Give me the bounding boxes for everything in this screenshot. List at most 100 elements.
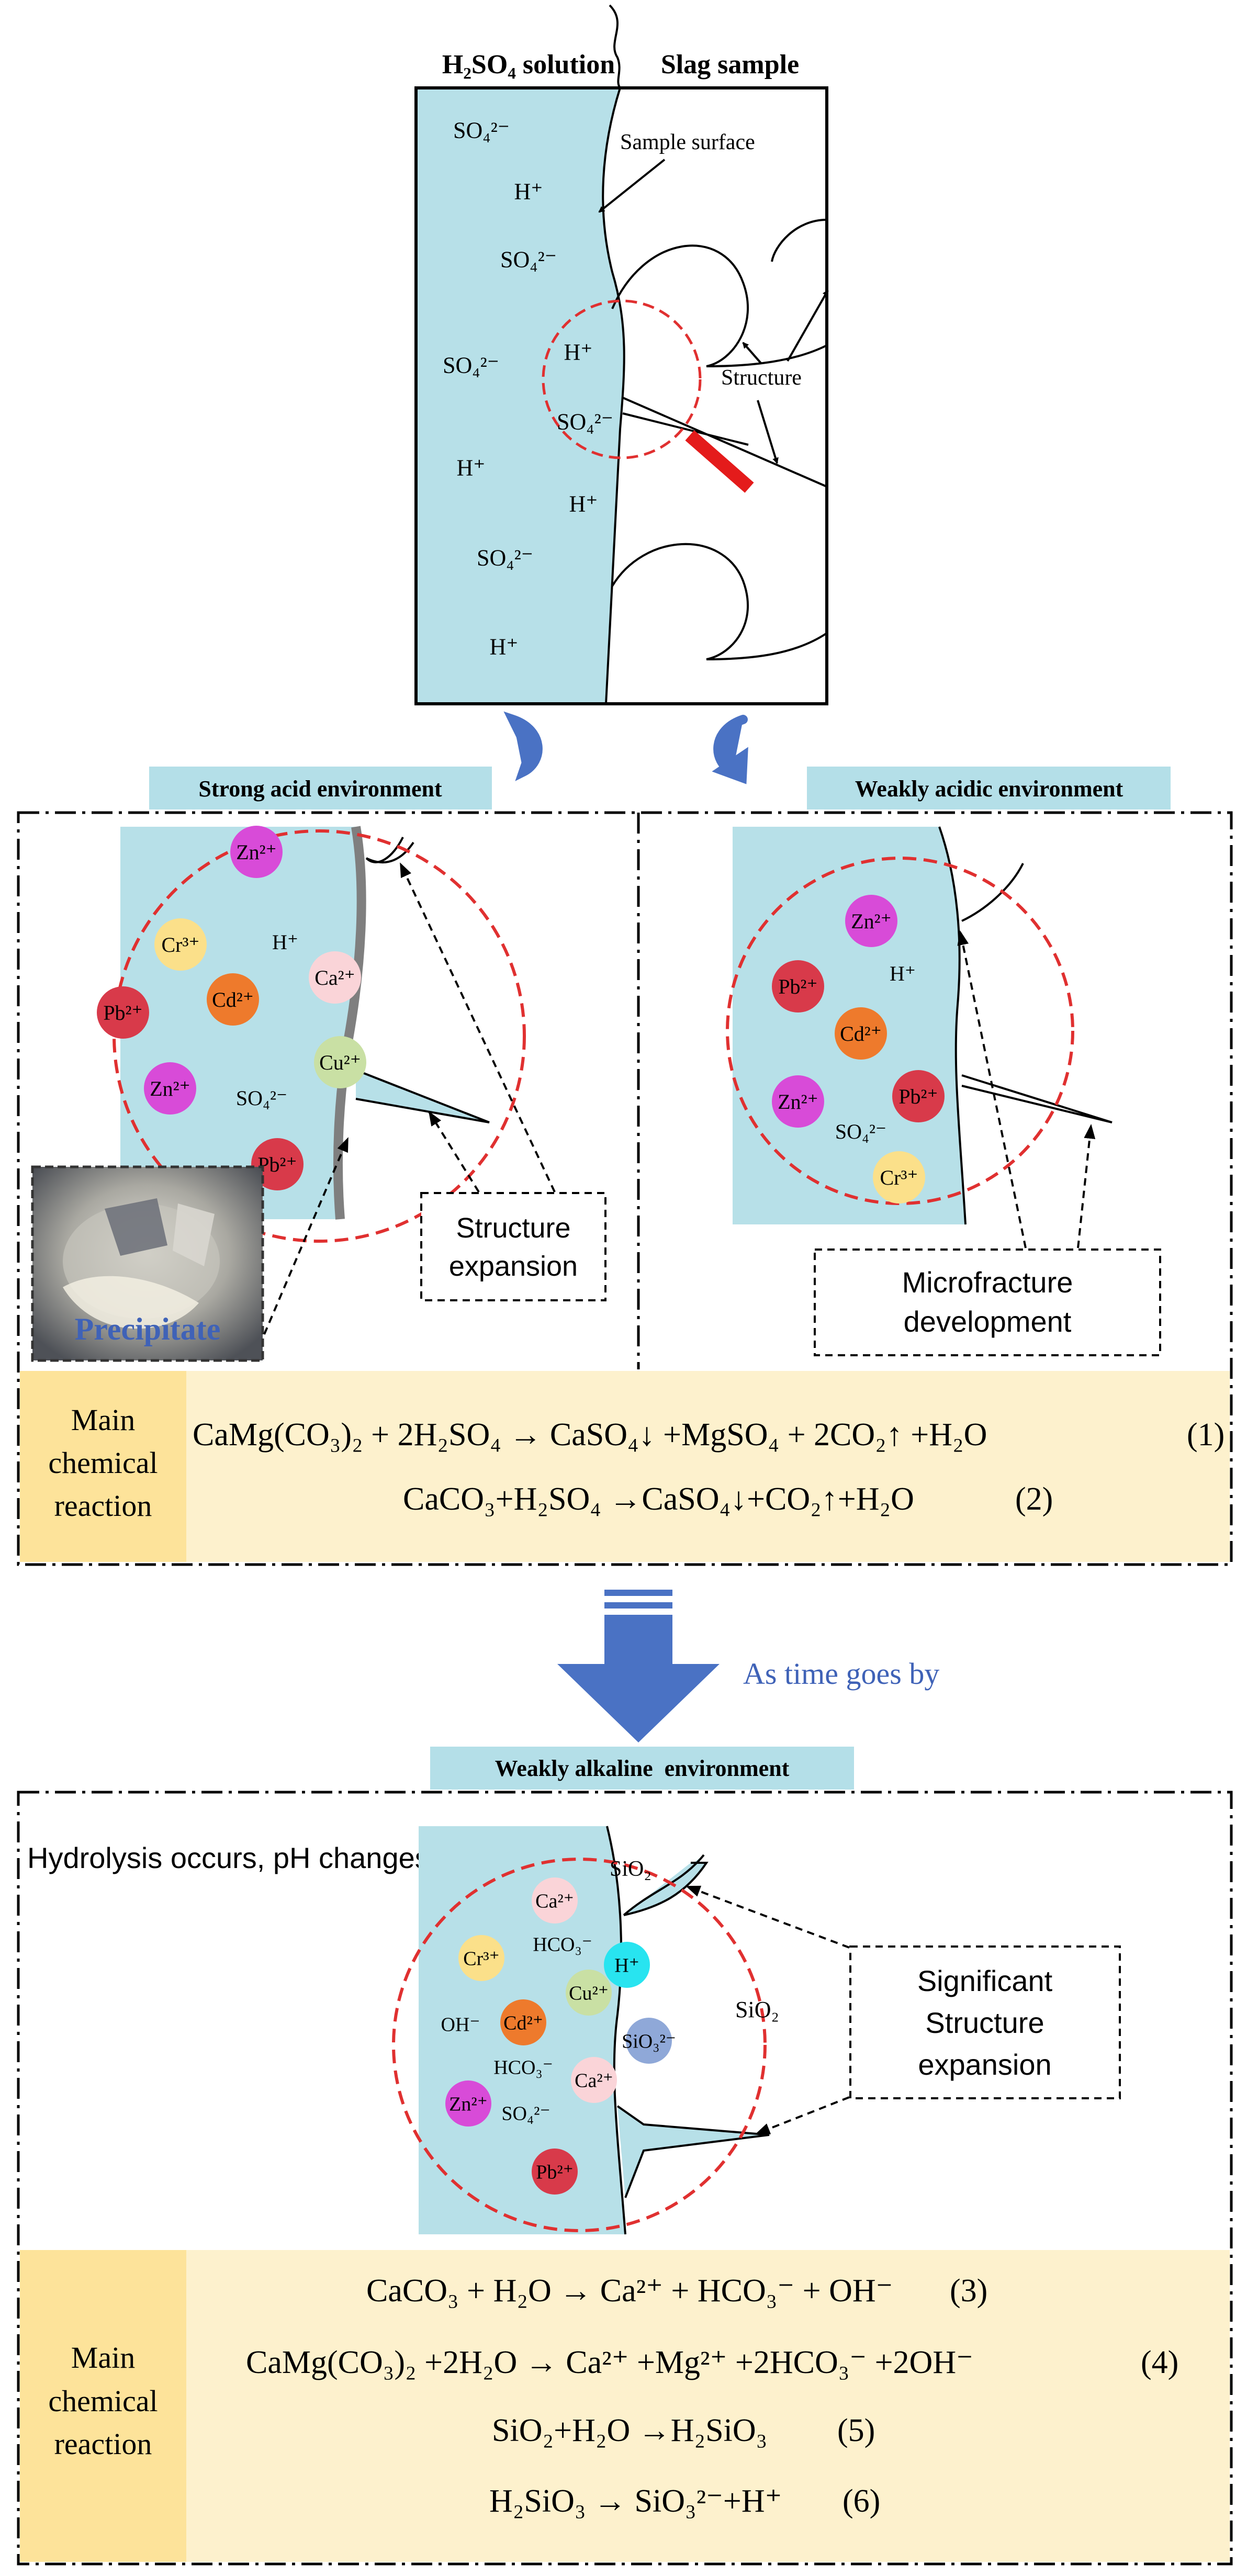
- zoom-circle-left: [113, 829, 526, 1243]
- ion-circle-6: [314, 1036, 366, 1088]
- equation-1: CaMg(CO₃)₂ + 2H₂SO₄ → CaSO₄↓ +MgSO₄ + 2C…: [193, 1417, 987, 1453]
- h2so4-solution-label: H₂SO₄ solution: [442, 50, 615, 80]
- ion-circle-0: [845, 895, 897, 947]
- ion-label-12: Pb²⁺: [536, 2161, 574, 2183]
- solution-region: [416, 88, 624, 704]
- crack-line-1: [622, 397, 827, 488]
- significant-arrow-2: [755, 2096, 850, 2135]
- structure-arrow-2: [787, 289, 829, 362]
- interface-right: [938, 826, 967, 1225]
- structure-expansion-line1: Structure: [456, 1212, 570, 1244]
- weakly-alkaline-title: Weakly alkaline environment: [495, 1756, 790, 1781]
- reaction-label-2-bg: [20, 2250, 186, 2562]
- ion-circle-12: [532, 2148, 578, 2195]
- ion-circle-5: [500, 1999, 546, 2045]
- ion-label-1: H⁺: [514, 178, 543, 204]
- sio2-right-label: SiO₂: [735, 1997, 779, 2022]
- ion-circle-7: [873, 1151, 925, 1203]
- reaction-label-2-line3: reaction: [54, 2427, 152, 2461]
- ion-label-7: Zn²⁺: [150, 1077, 190, 1100]
- ion-label-6: H⁺: [457, 455, 486, 480]
- ion-label-10: Zn²⁺: [449, 2093, 488, 2115]
- ion-label-9: Pb²⁺: [257, 1153, 297, 1176]
- structure-arrow-1: [742, 342, 762, 365]
- ion-circle-0: [532, 1877, 578, 1923]
- top-ion-labels: SO₄²⁻H⁺SO₄²⁻SO₄²⁻H⁺SO₄²⁻H⁺H⁺SO₄²⁻H⁺: [443, 117, 613, 659]
- left-ion-circles: Zn²⁺Cr³⁺H⁺Ca²⁺Pb²⁺Cd²⁺Cu²⁺Zn²⁺SO₄²⁻Pb²⁺: [97, 826, 366, 1190]
- ion-circle-7: [626, 2018, 672, 2064]
- ion-label-8: SO₄²⁻: [236, 1086, 287, 1110]
- strong-acid-title: Strong acid environment: [198, 776, 442, 802]
- ion-label-2: HCO₃⁻: [533, 1933, 592, 1955]
- ion-label-6: Cu²⁺: [319, 1051, 361, 1074]
- sample-surface-arrow: [598, 159, 666, 213]
- reaction-box-2: [20, 2250, 1230, 2562]
- ion-label-3: Cd²⁺: [840, 1022, 882, 1045]
- precipitate-photo: Precipitate: [31, 1165, 264, 1362]
- precipitate-label: Precipitate: [75, 1312, 221, 1346]
- ion-label-1: Cr³⁺: [161, 933, 199, 957]
- ion-label-11: SO₄²⁻: [501, 2102, 550, 2124]
- structure-curve-2: [771, 219, 827, 262]
- microfracture-arrow-1: [957, 930, 1027, 1248]
- strong-acid-title-bg: [149, 767, 492, 809]
- sio2-top-label: SiO₂: [610, 1857, 651, 1881]
- photo-arrow: [263, 1137, 349, 1335]
- reaction-box-1: [20, 1371, 1230, 1562]
- ion-label-1: Pb²⁺: [778, 975, 817, 998]
- expansion-arrow-2: [428, 1111, 480, 1193]
- ion-label-5: Cd²⁺: [212, 988, 254, 1011]
- equation-2: CaCO₃+H₂SO₄ →CaSO₄↓+CO₂↑+H₂O: [403, 1481, 914, 1517]
- significant-expansion-line3: expansion: [918, 2048, 1051, 2081]
- microfracture-line1: Microfracture: [902, 1266, 1073, 1299]
- microcrack-top: [961, 863, 1024, 922]
- equation-5-number: (5): [837, 2413, 875, 2448]
- ion-label-3: Ca²⁺: [314, 966, 355, 989]
- top-schematic: H₂SO₄ solution Slag sample Sample surfac…: [414, 4, 829, 705]
- reaction-label-1-line1: Main: [71, 1403, 135, 1437]
- ion-circle-1: [772, 960, 824, 1013]
- ion-circle-4: [566, 1970, 612, 2016]
- ion-label-8: SO₄²⁻: [477, 545, 533, 570]
- ion-label-5: Cd²⁺: [503, 2012, 543, 2034]
- zoom-circle: [542, 299, 702, 459]
- ion-label-2: H⁺: [272, 930, 298, 954]
- ion-circle-1: [154, 918, 207, 971]
- ion-label-7: H⁺: [569, 491, 598, 516]
- curved-arrow-left: [503, 711, 543, 781]
- zoom-circle-right: [726, 857, 1074, 1205]
- ion-label-2: H⁺: [890, 962, 916, 985]
- ion-circle-9: [251, 1138, 304, 1190]
- ion-label-4: Zn²⁺: [778, 1090, 818, 1113]
- ion-label-5: SO₄²⁻: [557, 409, 613, 434]
- ion-label-0: Ca²⁺: [535, 1890, 574, 1912]
- ion-label-9: Ca²⁺: [575, 2069, 613, 2091]
- crack-line-2: [622, 412, 749, 446]
- crack-bottom-wedge: [616, 2105, 770, 2198]
- slag-sample-label: Slag sample: [661, 50, 799, 80]
- microfracture-line2: development: [904, 1305, 1072, 1338]
- equation-1-number: (1): [1187, 1417, 1224, 1453]
- microfracture-box: [814, 1248, 1161, 1356]
- bottom-ion-circles: Ca²⁺Cr³⁺HCO₃⁻H⁺Cu²⁺Cd²⁺OH⁻SiO₃²⁻HCO₃⁻Ca²…: [441, 1877, 676, 2195]
- alkaline-stage-container: [17, 1791, 1233, 2566]
- ion-circle-5: [207, 973, 259, 1026]
- ion-label-3: SO₄²⁻: [443, 352, 499, 378]
- structure-expansion-box: [420, 1192, 606, 1301]
- weakly-acidic-zoom: Zn²⁺Pb²⁺H⁺Cd²⁺Zn²⁺Pb²⁺SO₄²⁻Cr³⁺: [726, 826, 1113, 1225]
- ion-circle-7: [144, 1062, 196, 1115]
- ion-label-6: OH⁻: [441, 2013, 480, 2035]
- ion-circle-0: [230, 826, 283, 878]
- ion-label-0: Zn²⁺: [236, 840, 277, 864]
- significant-expansion-line1: Significant: [917, 1964, 1053, 1997]
- microcrack-bottom: [961, 1074, 1113, 1123]
- red-crack-marker: [685, 430, 754, 493]
- structure-curve-3: [611, 543, 828, 660]
- structure-label: Structure: [721, 366, 802, 390]
- structure-expansion-line2: expansion: [449, 1251, 578, 1282]
- acid-stage-container: [17, 811, 1233, 1566]
- weakly-acidic-title-bg: [807, 767, 1171, 809]
- ion-circle-10: [445, 2080, 491, 2127]
- ion-circle-3: [835, 1007, 887, 1060]
